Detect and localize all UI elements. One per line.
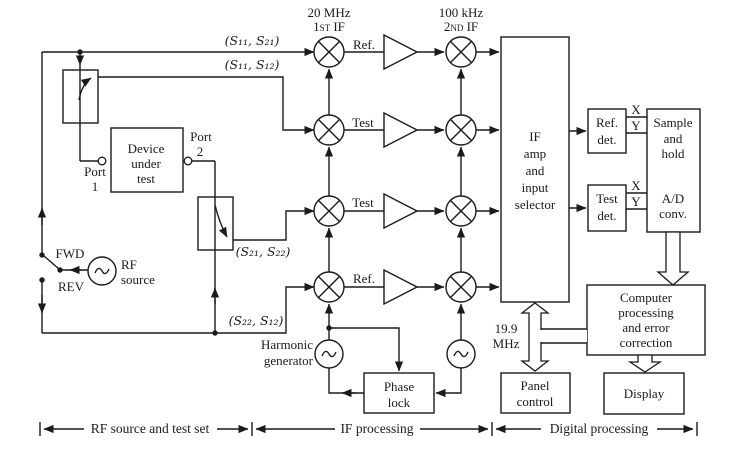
label-first-if: 1st IF: [313, 19, 345, 34]
label-computer-line4: correction: [620, 335, 673, 350]
amplifier-icon: [383, 269, 418, 305]
label-ref-y: Y: [631, 118, 641, 133]
rf-test-set-wires: [37, 47, 315, 334]
label-dut-line2: under: [131, 156, 161, 171]
label-row4-ref: Ref.: [353, 271, 375, 286]
label-phase-lock-line2: lock: [388, 395, 411, 410]
digital-wires: [569, 116, 647, 213]
label-if-amp-line1: IF: [529, 129, 541, 144]
panel-control-box: [500, 372, 571, 414]
junction-dots: [39, 49, 332, 336]
label-s11-s21: (S₁₁, S₂₁): [225, 33, 280, 48]
label-adc-line2: conv.: [659, 206, 687, 221]
mixer-icon: [313, 195, 345, 227]
label-second-if-freq: 100 kHz: [439, 5, 484, 20]
amplifier-icon: [383, 34, 418, 70]
sample-hold-adc-box: [646, 108, 701, 233]
second-lo-oscillator-icon: [446, 339, 476, 369]
label-if-amp-line4: input: [522, 180, 549, 195]
label-test-y: Y: [631, 194, 641, 209]
bus-branch-to-computer: [541, 328, 587, 344]
label-if-amp-line5: selector: [515, 197, 556, 212]
port-2-connector: [183, 156, 193, 166]
label-test-x: X: [631, 178, 641, 193]
mixer-icons: [313, 36, 477, 303]
label-fwd: FWD: [56, 246, 85, 261]
if-panel-bus-arrow: [520, 302, 550, 372]
label-ref-det-line2: det.: [597, 132, 616, 147]
mixer-icon: [313, 271, 345, 303]
label-display: Display: [624, 386, 665, 401]
mixer-icon: [445, 195, 477, 227]
label-mhz: MHz: [493, 336, 520, 351]
label-rf-source-line2: source: [121, 272, 155, 287]
amplifier-icon: [383, 193, 418, 229]
mixer-icon: [445, 36, 477, 68]
section-label-rf: RF source and test set: [91, 421, 210, 436]
ref-detector-box: [587, 108, 627, 154]
port-1-connector: [97, 156, 107, 166]
label-s22-s12: (S₂₂, S₁₂): [229, 313, 284, 328]
amplifier-icons: [383, 34, 418, 305]
label-computer-line1: Computer: [620, 290, 673, 305]
label-harmonic-line1: Harmonic: [261, 337, 313, 352]
label-row2-test: Test: [352, 115, 374, 130]
label-rev: REV: [58, 279, 85, 294]
section-label-digital: Digital processing: [550, 421, 649, 436]
label-sample-line1: Sample: [654, 115, 693, 130]
label-port1: Port: [84, 164, 106, 179]
label-phase-lock-line1: Phase: [384, 379, 415, 394]
label-if-amp-line2: amp: [524, 146, 546, 161]
label-sample-line3: hold: [661, 146, 685, 161]
amplifier-icon: [383, 112, 418, 148]
device-under-test-box: [110, 127, 184, 193]
if-amp-input-selector-box: [500, 36, 570, 303]
display-box: [603, 372, 685, 415]
mixer-icon: [313, 114, 345, 146]
label-first-if-freq: 20 MHz: [308, 5, 351, 20]
section-dimension-lines: [39, 422, 698, 436]
adc-to-computer-bus-arrow: [656, 231, 690, 286]
label-row1-ref: Ref.: [353, 37, 375, 52]
test-detector-box: [587, 184, 627, 232]
label-port1-number: 1: [92, 179, 99, 194]
label-s21-s22: (S₂₁, S₂₂): [236, 244, 291, 259]
label-harmonic-line2: generator: [264, 353, 314, 368]
mixer-icon: [313, 36, 345, 68]
label-dut-line3: test: [137, 171, 155, 186]
mixer-icon: [445, 114, 477, 146]
label-adc-line1: A/D: [662, 191, 684, 206]
bus-branch-mask: [540, 330, 587, 342]
label-test-det-line1: Test: [596, 191, 618, 206]
label-second-if: 2nd IF: [444, 19, 478, 34]
computer-processing-box: [586, 284, 706, 356]
label-sample-line2: and: [664, 131, 683, 146]
label-s11-s12: (S₁₁, S₁₂): [225, 57, 280, 72]
if-chain-wires: [324, 47, 500, 398]
label-19-9: 19.9: [495, 321, 518, 336]
section-label-if: IF processing: [340, 421, 413, 436]
computer-to-display-bus-arrow: [627, 354, 663, 373]
phase-lock-box: [363, 372, 435, 414]
label-row3-test: Test: [352, 195, 374, 210]
label-dut-line1: Device: [128, 141, 165, 156]
label-ref-x: X: [631, 102, 641, 117]
label-if-amp-line3: and: [526, 163, 545, 178]
label-port2-number: 2: [197, 144, 204, 159]
label-port2: Port: [190, 129, 212, 144]
label-computer-line3: and error: [622, 320, 670, 335]
label-computer-line2: processing: [618, 305, 674, 320]
label-test-det-line2: det.: [597, 208, 616, 223]
label-ref-det-line1: Ref.: [596, 115, 618, 130]
label-rf-source-line1: RF: [121, 257, 137, 272]
label-panel-line1: Panel: [521, 378, 550, 393]
mixer-icon: [445, 271, 477, 303]
harmonic-generator-oscillator-icon: [314, 339, 344, 369]
label-panel-line2: control: [517, 394, 554, 409]
rf-source-oscillator-icon: [87, 256, 117, 286]
